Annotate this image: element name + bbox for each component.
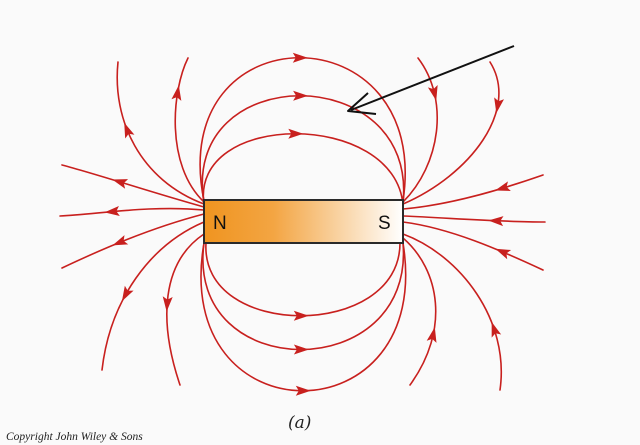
field-line-n-left-7 <box>166 233 205 386</box>
pointer-arrow <box>347 45 515 115</box>
field-arrowhead-s-right-7 <box>426 327 437 343</box>
north-pole-label: N <box>213 213 227 234</box>
field-arrowhead-loop-top-1 <box>288 128 304 139</box>
field-arrowhead-loop-top-2 <box>293 90 309 101</box>
field-line-n-left-5 <box>174 57 205 203</box>
field-arrowhead-n-left-3 <box>112 235 129 246</box>
field-arrowhead-n-left-2 <box>112 179 129 189</box>
field-arrowhead-s-right-4 <box>494 97 504 114</box>
field-line-n-left-2 <box>61 164 205 208</box>
field-line-n-left-6 <box>101 221 205 371</box>
field-arrowhead-n-left-7 <box>162 296 173 312</box>
field-arrowhead-loop-bot-1 <box>293 310 309 321</box>
field-line-loop-top-3 <box>199 56 406 202</box>
field-line-s-right-1 <box>402 215 546 223</box>
figure-caption: (a) <box>288 413 311 433</box>
field-arrowhead-s-right-1 <box>488 216 504 227</box>
field-line-s-right-6 <box>402 233 503 391</box>
field-line-s-right-7 <box>402 237 437 386</box>
field-arrowhead-loop-top-3 <box>292 52 308 63</box>
field-arrowhead-n-left-5 <box>171 85 182 101</box>
field-arrowhead-n-left-4 <box>124 122 135 139</box>
field-line-loop-top-1 <box>202 132 404 206</box>
field-arrowheads <box>104 52 512 396</box>
field-line-s-right-4 <box>402 61 500 205</box>
field-arrowhead-s-right-5 <box>427 85 438 101</box>
field-arrowhead-loop-bot-2 <box>293 344 309 355</box>
field-arrowhead-loop-bot-3 <box>295 385 311 396</box>
field-arrowhead-s-right-6 <box>491 321 502 338</box>
field-arrowhead-n-left-1 <box>104 205 120 216</box>
field-line-s-right-5 <box>402 57 438 203</box>
bar-magnet <box>203 199 404 244</box>
field-arrowhead-s-right-3 <box>495 248 512 260</box>
field-arrowhead-n-left-6 <box>121 285 134 302</box>
copyright-notice: Copyright John Wiley & Sons <box>6 431 143 443</box>
field-line-n-left-1 <box>59 207 205 217</box>
field-line-s-right-2 <box>402 174 544 210</box>
south-pole-label: S <box>378 213 391 234</box>
field-line-s-right-3 <box>402 221 544 271</box>
field-line-n-left-3 <box>61 213 205 269</box>
field-line-n-left-4 <box>116 61 205 205</box>
field-line-loop-bot-1 <box>205 242 401 317</box>
field-arrowhead-s-right-2 <box>495 181 511 191</box>
